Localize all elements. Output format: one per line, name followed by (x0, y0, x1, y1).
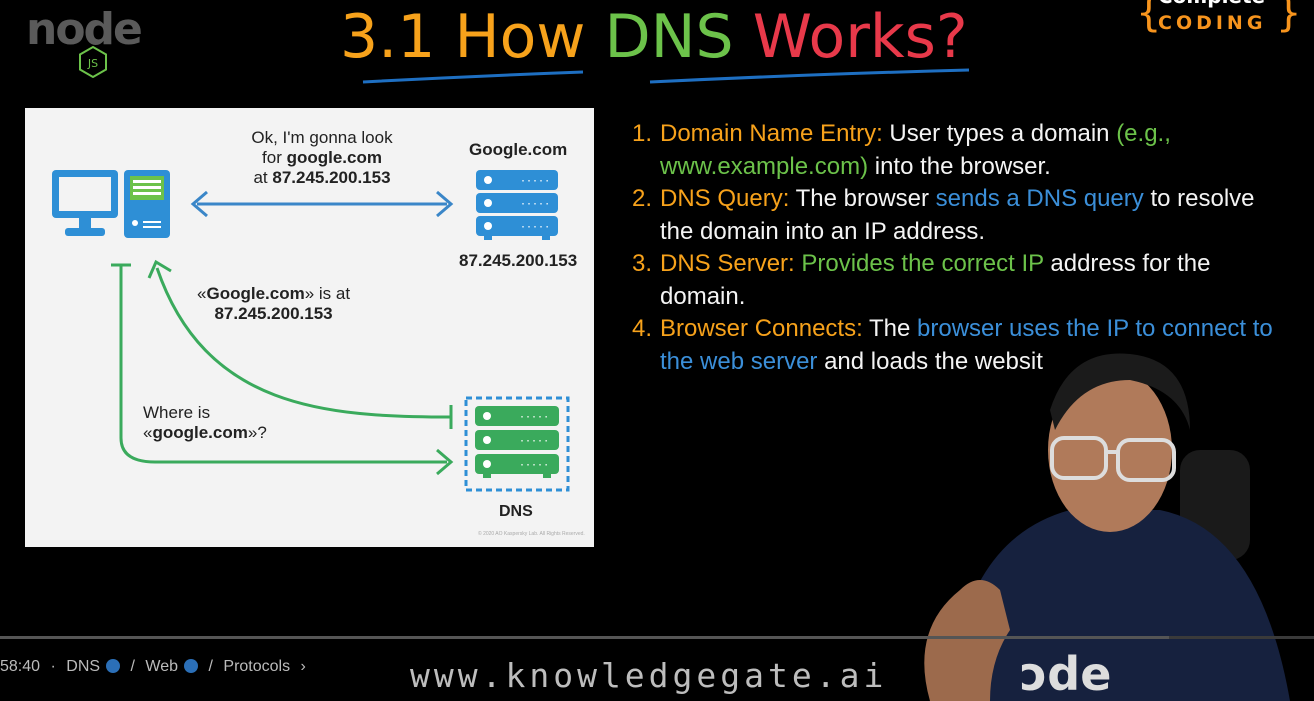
svg-text:·····: ····· (519, 436, 549, 447)
svg-text:·····: ····· (519, 460, 549, 471)
dns-label: DNS (499, 503, 533, 520)
page-title: 3.1 How DNS Works? (340, 2, 968, 72)
dns-diagram-slide: ····· ····· ····· ····· ····· ····· (25, 108, 594, 547)
dns-answer-message: «Google.com» is at 87.245.200.153 (197, 284, 351, 323)
video-progress-bar[interactable] (0, 636, 1314, 639)
dns-server-icon: ····· ····· ····· (464, 396, 570, 492)
svg-text:·····: ····· (520, 176, 550, 187)
step-4: 4. Browser Connects: The browser uses th… (632, 315, 1273, 375)
nodejs-logo: node JS (26, 4, 166, 84)
dns-steps-list: 1. Domain Name Entry: User types a domai… (632, 118, 1292, 378)
brace-left-icon: { (1136, 0, 1162, 36)
client-lookup-message: Ok, I'm gonna look for google.com at 87.… (251, 128, 393, 187)
google-server-icon: ····· ····· ····· (474, 170, 558, 240)
svg-text:·····: ····· (520, 222, 550, 233)
watermark-url: www.knowledgegate.ai (410, 656, 888, 695)
brand-top-text: Complete (1158, 0, 1265, 8)
video-timestamp: 58:40 (0, 658, 41, 675)
brace-right-icon: } (1276, 0, 1302, 36)
client-google-arrow (190, 190, 454, 218)
js-hexagon-icon: JS (79, 46, 107, 78)
google-ip: 87.245.200.153 (459, 251, 578, 270)
title-part-works: Works? (752, 2, 968, 72)
step-3: 3. DNS Server: Provides the correct IP a… (632, 250, 1211, 310)
step-2: 2. DNS Query: The browser sends a DNS qu… (632, 185, 1255, 245)
chapter-web[interactable]: Web (145, 658, 179, 675)
chevron-right-icon[interactable]: › (300, 658, 306, 675)
chapter-protocols[interactable]: Protocols (223, 658, 291, 675)
complete-coding-logo: { Complete CODING } (1136, 0, 1301, 36)
nodejs-logo-text: node (26, 4, 143, 55)
globe-icon (106, 659, 121, 673)
dns-query-message: Where is «google.com»? (143, 403, 267, 442)
brand-bottom-text: CODING (1158, 12, 1267, 34)
title-part-dns: DNS (604, 2, 734, 72)
slash-separator: / (130, 658, 135, 675)
globe-icon (184, 659, 199, 673)
slash-separator: / (208, 658, 213, 675)
chapter-breadcrumb[interactable]: 58:40 · DNS / Web / Protocols › (0, 658, 312, 676)
dns-response-arrow (147, 259, 453, 429)
chapter-dns[interactable]: DNS (66, 658, 101, 675)
slide-copyright: © 2020 AO Kaspersky Lab. All Rights Rese… (478, 531, 585, 537)
dns-query-arrow (111, 263, 454, 476)
svg-text:·····: ····· (520, 199, 550, 210)
title-underline-strokes (362, 68, 970, 84)
svg-text:ɔde: ɔde (1020, 647, 1111, 701)
client-computer-icon (52, 170, 170, 238)
dns-diagram-graphics: ····· ····· ····· ····· ····· ····· (52, 170, 570, 492)
google-label: Google.com (469, 140, 568, 159)
svg-text:·····: ····· (519, 412, 549, 423)
dot-separator: · (50, 658, 56, 675)
step-1: 1. Domain Name Entry: User types a domai… (632, 120, 1171, 180)
title-part-how: 3.1 How (340, 2, 586, 72)
presenter-webcam: ɔde (924, 353, 1290, 701)
svg-text:JS: JS (87, 57, 98, 70)
video-progress-fill (0, 636, 1170, 639)
